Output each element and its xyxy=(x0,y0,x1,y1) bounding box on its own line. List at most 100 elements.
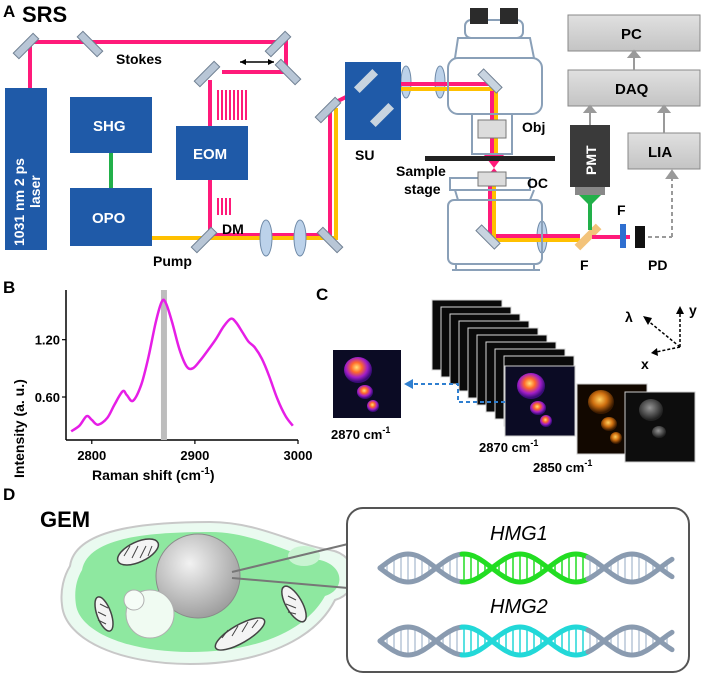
dichroic-filter xyxy=(574,223,602,251)
y-tick-label: 0.60 xyxy=(35,390,60,405)
dna-strand-a xyxy=(377,624,465,658)
pmt-base xyxy=(575,187,605,195)
gem-title: GEM xyxy=(40,507,90,532)
x-tick-label: 2800 xyxy=(77,448,106,463)
stack-2850-cells xyxy=(588,390,622,444)
dna-strand-b xyxy=(459,624,591,658)
dna-strand-a xyxy=(459,551,591,585)
zoom-lines xyxy=(231,543,349,589)
laser-label-line1: 1031 nm 2 ps xyxy=(11,158,27,246)
daq-box xyxy=(567,69,701,107)
eom-label: EOM xyxy=(193,146,227,163)
mitochondria xyxy=(94,538,307,651)
single-image-label-sup: -1 xyxy=(382,425,390,435)
single-image-label-main: 2870 cm xyxy=(331,427,382,442)
gene-box xyxy=(346,507,690,673)
x-tick-label: 2900 xyxy=(180,448,209,463)
pulse-train-bottom xyxy=(217,198,231,215)
axis-x-label: x xyxy=(641,356,649,372)
chart-xlabel-sup: -1 xyxy=(201,466,210,477)
single-image-label: 2870 cm-1 xyxy=(331,425,390,442)
su-mirror-2 xyxy=(369,102,395,128)
pmt-cone xyxy=(578,194,602,206)
extract-arrowhead xyxy=(404,379,413,389)
spectrum-line xyxy=(70,298,294,433)
pump-beam xyxy=(152,108,338,240)
chart-plot-area: 2800 2900 3000 0.60 1.20 xyxy=(35,290,313,463)
stack-label-2850-main: 2850 cm xyxy=(533,460,584,475)
axis-lambda-head xyxy=(643,316,652,325)
mitochondria-cristae xyxy=(97,545,297,639)
su-label: SU xyxy=(355,147,374,163)
opo-box xyxy=(70,188,152,246)
signal-arrows xyxy=(582,49,679,238)
dna-helix-1 xyxy=(377,551,675,585)
axis-y-head xyxy=(676,306,684,314)
chart-xlabel: Raman shift (cm-1) xyxy=(92,466,215,483)
highlight-band-2870 xyxy=(160,290,167,440)
sample-stage-bar xyxy=(425,156,555,161)
sample-stage-label: Sample stage xyxy=(396,163,450,197)
pd-label: PD xyxy=(648,257,667,273)
laser-box xyxy=(5,88,47,250)
stack-front-cells xyxy=(517,373,552,427)
dna-strand-a xyxy=(377,551,465,585)
pd-box xyxy=(635,226,645,248)
x-tick-label: 3000 xyxy=(284,448,313,463)
stack-label-2870-sup: -1 xyxy=(530,438,538,448)
panel-c: C 2870 cm-1 2870 cm-1 2850 cm-1 xyxy=(316,285,697,475)
extract-arrow xyxy=(412,383,505,403)
microscope xyxy=(447,8,543,271)
chart-xlabel-close: ) xyxy=(210,467,215,483)
pump-label: Pump xyxy=(153,253,192,269)
eom-box xyxy=(176,126,248,180)
opo-label: OPO xyxy=(92,210,126,227)
dna-strand-b xyxy=(377,624,465,658)
stack-label-2870-main: 2870 cm xyxy=(479,440,530,455)
filter-label-2: F xyxy=(580,257,589,273)
panel-label-a: A xyxy=(3,2,15,21)
y-tick-label: 1.20 xyxy=(35,333,60,348)
sample-stage-line1: Sample xyxy=(396,163,446,179)
gene-label-hmg2: HMG2 xyxy=(490,596,548,618)
stokes-label: Stokes xyxy=(116,51,162,67)
lia-label: LIA xyxy=(648,144,672,161)
filter-2 xyxy=(620,224,626,248)
objective-rings xyxy=(477,119,507,139)
lia-box xyxy=(627,132,701,170)
pulse-train-top xyxy=(217,90,247,120)
pmt-box xyxy=(570,125,610,187)
panel-label-b: B xyxy=(3,278,15,297)
stack-gray-cells xyxy=(639,399,666,438)
bud-vacuole xyxy=(288,546,320,566)
single-image-cells xyxy=(344,357,379,412)
axis-x-head xyxy=(651,348,658,356)
sample-stage-line2: stage xyxy=(404,181,441,197)
oc-label: OC xyxy=(527,175,548,191)
panel-d: D GEM HMG1 HMG2 xyxy=(3,485,690,673)
axis-lambda-label: λ xyxy=(625,309,633,325)
obj-label: Obj xyxy=(522,119,545,135)
dna-strand-a xyxy=(459,624,591,658)
shg-box xyxy=(70,97,152,153)
pmt-label: PMT xyxy=(583,145,599,175)
chart-xlabel-main: Raman shift (cm xyxy=(92,467,201,483)
combined-beam xyxy=(401,82,580,242)
delay-arrow-left xyxy=(240,59,246,65)
stack-label-2850-sup: -1 xyxy=(584,458,592,468)
axes-indicator xyxy=(646,312,681,353)
daq-label: DAQ xyxy=(615,81,649,98)
vacuole-small xyxy=(123,589,145,611)
scope-mirror-top xyxy=(477,68,503,94)
dna-strand-b xyxy=(585,551,675,582)
dna-strand-b xyxy=(585,624,675,655)
condenser xyxy=(477,171,507,187)
filter-label-1: F xyxy=(617,202,626,218)
laser-label-line2: laser xyxy=(27,175,43,208)
shg-label: SHG xyxy=(93,118,126,135)
panel-label-d: D xyxy=(3,485,15,504)
mirrors xyxy=(12,30,344,254)
dna-helix-2 xyxy=(377,624,675,658)
